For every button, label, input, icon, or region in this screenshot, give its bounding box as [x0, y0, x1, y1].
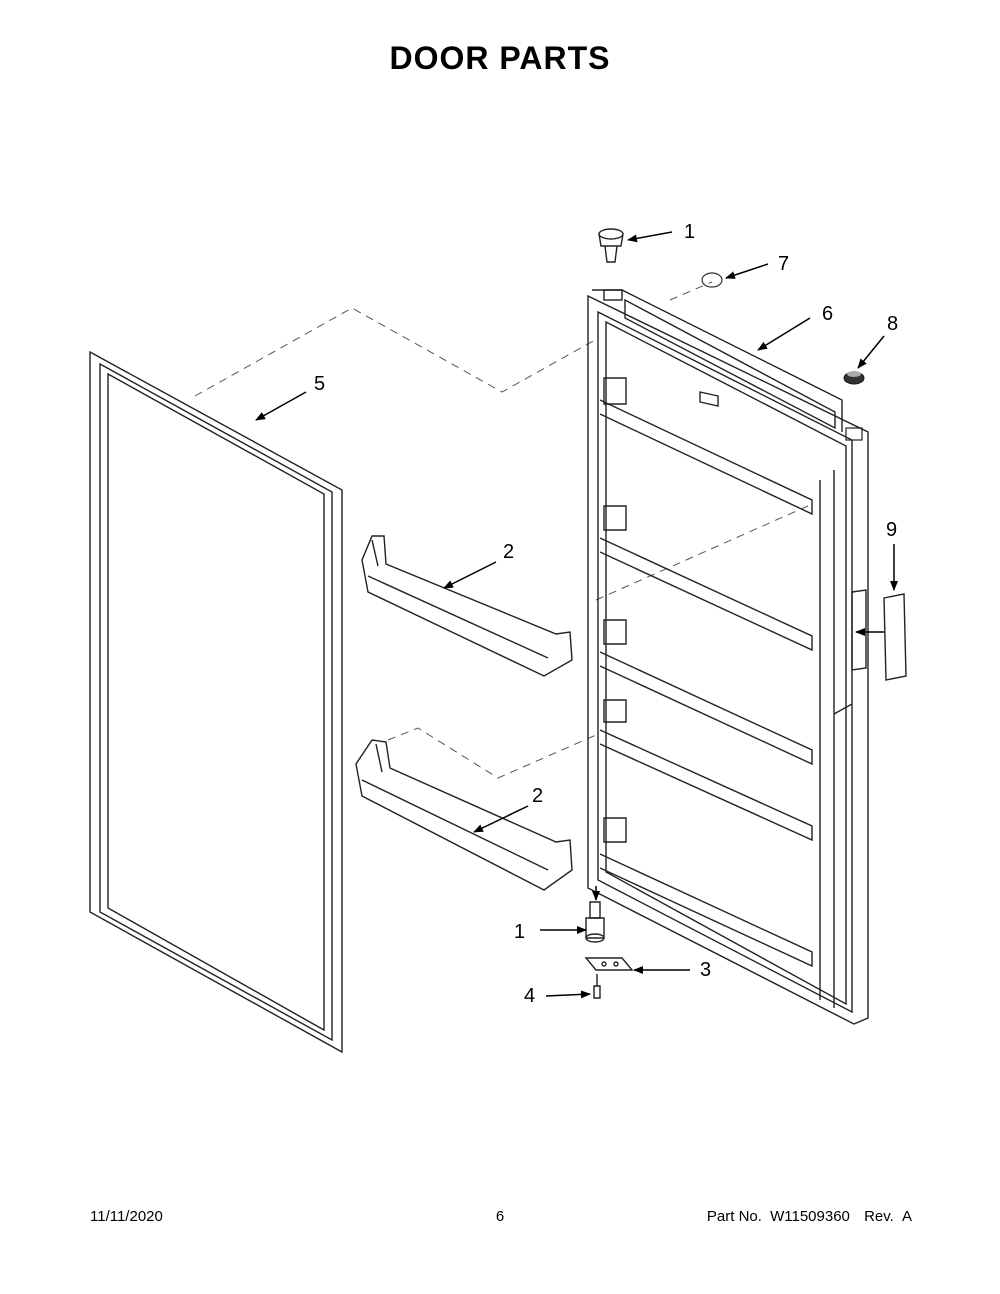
callout-1-bottom: 1 [514, 921, 525, 943]
rev-value: A [901, 1208, 912, 1225]
rev-label: Rev. [864, 1208, 894, 1225]
footer-date: 11/11/2020 [90, 1208, 163, 1225]
hinge-bushing-top [598, 228, 624, 301]
door-bin-upper [361, 535, 573, 677]
alignment-lines [194, 281, 811, 779]
callout-3: 3 [700, 959, 711, 981]
hinge-bushing-bottom [585, 901, 605, 943]
callout-8: 8 [887, 313, 898, 335]
door-handle [883, 593, 907, 681]
footer-part-number: Part No. W11509360 Rev. A [703, 1208, 912, 1225]
hinge-bracket [584, 957, 634, 971]
part-number: W11509360 [770, 1208, 850, 1225]
leader-arrows [255, 231, 898, 999]
callout-1-top: 1 [684, 221, 695, 243]
callout-4: 4 [524, 985, 535, 1007]
hinge-cap [843, 371, 865, 441]
callout-5: 5 [314, 373, 325, 395]
part-label: Part No. [706, 1208, 762, 1225]
footer-page-number: 6 [495, 1208, 505, 1225]
callout-7: 7 [778, 253, 789, 275]
door-bin-lower [355, 739, 573, 891]
door-gasket [89, 350, 343, 1054]
callout-9: 9 [886, 519, 897, 541]
callout-6: 6 [822, 303, 833, 325]
page-title: DOOR PARTS [389, 40, 611, 76]
callout-2-upper: 2 [503, 541, 514, 563]
door-liner [587, 289, 869, 1025]
plug-button [701, 272, 723, 288]
callout-2-lower: 2 [532, 785, 543, 807]
screw [593, 974, 601, 999]
